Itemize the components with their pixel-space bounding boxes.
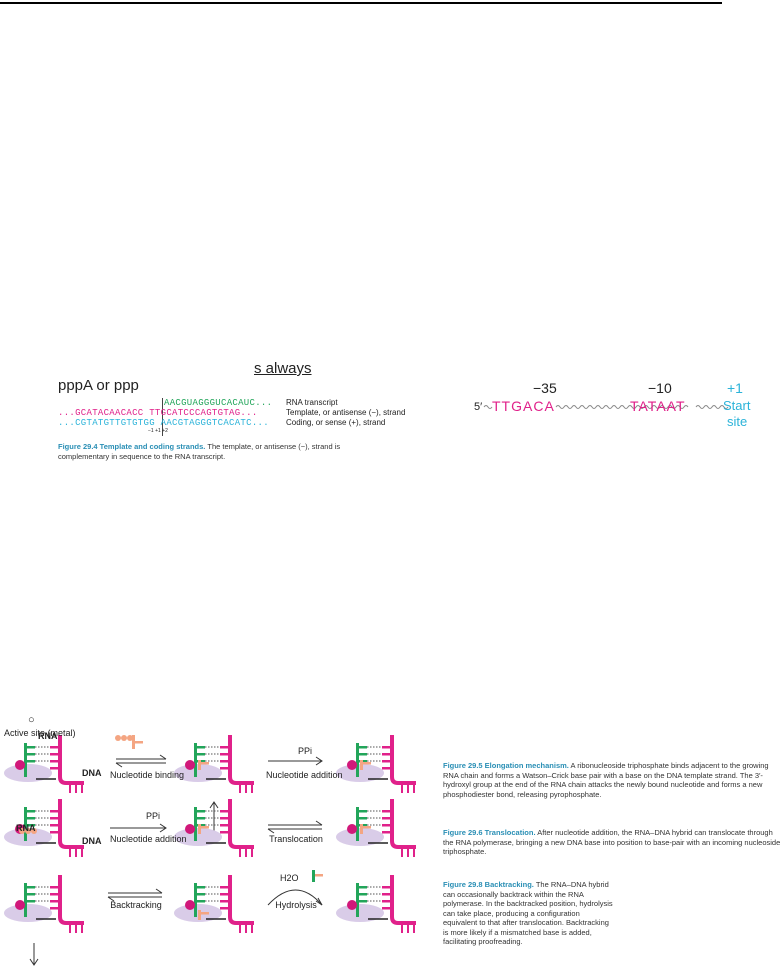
translocation-label: Translocation — [269, 834, 323, 844]
hydrolysis-label: Hydrolysis — [275, 900, 317, 910]
five-prime-label: 5′ — [474, 401, 483, 413]
coding-strand-label: Coding, or sense (+), strand — [286, 418, 386, 427]
nucleotide-addition-label-top: Nucleotide addition — [266, 770, 343, 780]
template-strand-label: Template, or antisense (−), strand — [286, 408, 406, 417]
elongation-diagram — [2, 733, 418, 966]
rna-label-mid: RNA — [16, 823, 36, 833]
active-site-label: Active site (metal) — [4, 728, 76, 738]
promoter-line — [483, 405, 729, 409]
promoter-diagram: −35 −10 +1 5′ TTGACA TATAAT Start site — [470, 380, 760, 455]
figure-29-6-caption: Figure 29.6 Translocation. After nucleot… — [443, 828, 781, 856]
top-rule — [0, 2, 722, 4]
rna-transcript-label: RNA transcript — [286, 398, 338, 407]
fragment-always: s always — [254, 360, 312, 377]
figure-29-4: AACGUAGGGUCACAUC... ...GCATACAACACC TTGC… — [58, 398, 428, 468]
template-sequence: ...GCATACAACACC TTGCATCCCAGTGTAG... — [58, 408, 258, 418]
circle-mark: ○ — [28, 714, 35, 726]
start-site-label-line1: Start — [723, 398, 751, 413]
h2o-label: H2O — [280, 873, 299, 883]
nucleotide-binding-label: Nucleotide binding — [110, 770, 185, 780]
rna-sequence: AACGUAGGGUCACAUC... — [164, 398, 273, 408]
fragment-ppp: pppA or ppp — [58, 377, 139, 394]
plus1-label: +1 — [727, 380, 743, 396]
dna-label-top: DNA — [82, 768, 102, 778]
figure-29-8-caption: Figure 29.8 Backtracking. The RNA–DNA hy… — [443, 880, 613, 946]
box-minus35: TTGACA — [492, 398, 555, 414]
minus10-label: −10 — [648, 380, 672, 396]
coding-sequence: ...CGTATGTTGTGTGG AACGTAGGGTCACATC... — [58, 418, 269, 428]
minus35-label: −35 — [533, 380, 557, 396]
rna-label-top: RNA — [38, 731, 58, 741]
position-labels: −1 +1 +2 — [148, 428, 168, 434]
box-minus10: TATAAT — [630, 398, 686, 414]
ppi-label-mid: PPi — [146, 811, 161, 821]
figure-29-4-caption: Figure 29.4 Template and coding strands.… — [58, 442, 341, 461]
figure-29-5-caption: Figure 29.5 Elongation mechanism. A ribo… — [443, 761, 769, 799]
backtracking-label: Backtracking — [110, 900, 162, 910]
dna-label-mid: DNA — [82, 836, 102, 846]
start-marker-line — [162, 398, 163, 436]
start-site-label-line2: site — [727, 414, 748, 429]
nucleotide-addition-label-mid: Nucleotide addition — [110, 834, 187, 844]
ppi-label-top: PPi — [298, 746, 313, 756]
